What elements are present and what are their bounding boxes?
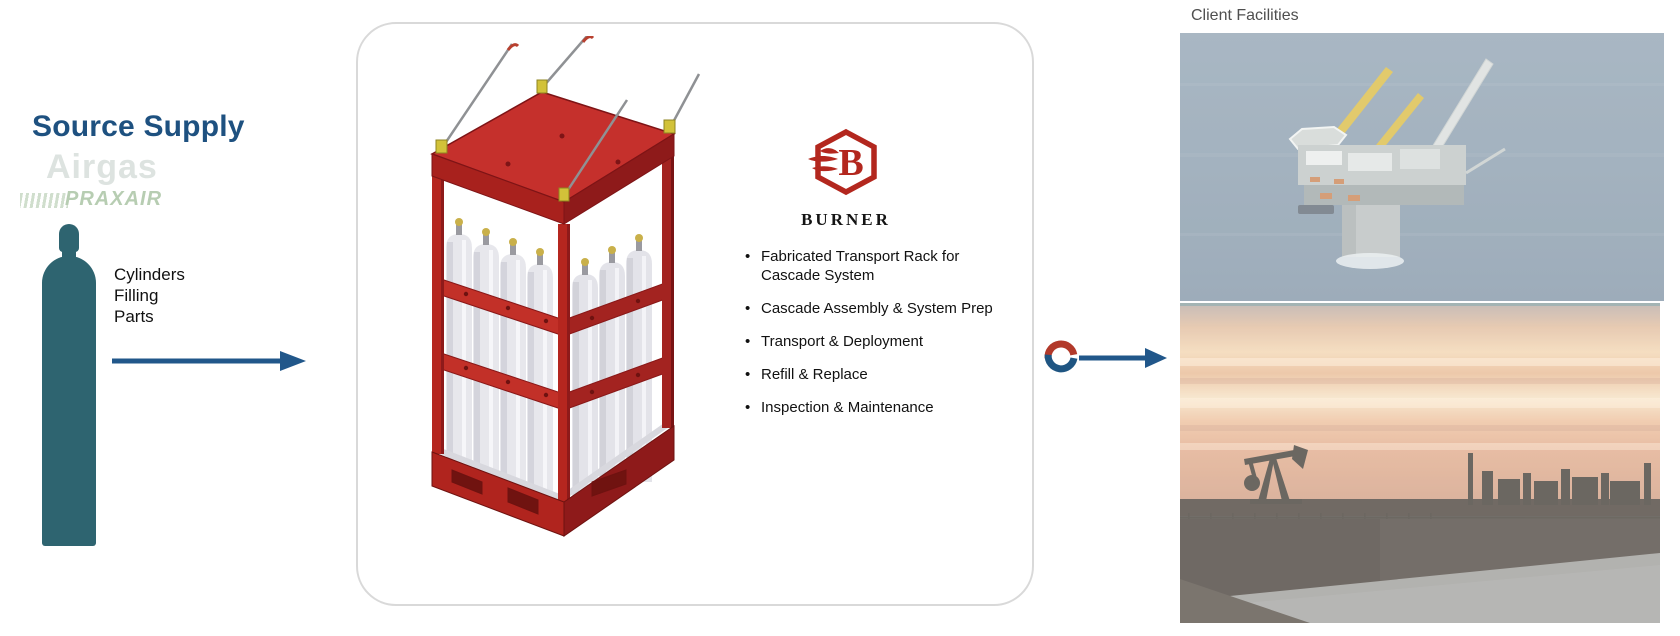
cycle-connector-icon	[1044, 340, 1078, 373]
bullet-item: • Refill & Replace	[745, 365, 1005, 384]
bullet-icon: •	[745, 399, 751, 416]
bullet-icon: •	[745, 333, 751, 350]
supply-items-list: Cylinders Filling Parts	[114, 264, 185, 327]
bullet-icon: •	[745, 248, 751, 265]
onshore-oilfield-sunset-photo	[1180, 303, 1660, 623]
pumpjack	[1244, 445, 1308, 504]
airgas-logo: Airgas	[46, 148, 158, 186]
burner-hexagon-flame-icon: B	[808, 128, 877, 196]
gas-plant	[1468, 453, 1651, 505]
oil-platform	[1288, 58, 1506, 269]
rack-canopy	[430, 91, 676, 225]
supply-item: Cylinders	[114, 265, 185, 284]
burner-logo-letter: B	[838, 142, 863, 184]
flow-arrow-left-icon	[112, 351, 306, 371]
bullet-text: Transport & Deployment	[761, 333, 924, 350]
rack-rails	[437, 277, 669, 411]
bullet-item: • Fabricated Transport Rack for Cascade …	[745, 247, 1005, 285]
cascade-transport-rack-illustration	[430, 36, 701, 537]
bullet-item: • Cascade Assembly & System Prep	[745, 299, 1005, 318]
burner-services-list: • Fabricated Transport Rack for Cascade …	[745, 247, 1005, 431]
bullet-text: Cascade Assembly & System Prep	[761, 300, 993, 317]
bullet-text: Fabricated Transport Rack for Cascade Sy…	[761, 248, 960, 284]
gas-cylinder-icon	[42, 224, 96, 546]
bullet-text: Inspection & Maintenance	[761, 399, 934, 416]
cylinder-neck	[62, 248, 76, 258]
praxair-wordmark: PRAXAIR	[65, 188, 163, 210]
rack-posts	[432, 156, 674, 504]
bullet-icon: •	[745, 366, 751, 383]
cylinder-body	[42, 256, 96, 546]
rack-base	[431, 425, 675, 537]
cylinder-valve-cap	[59, 224, 79, 252]
bullet-item: • Transport & Deployment	[745, 332, 1005, 351]
burner-wordmark: BURNER	[801, 210, 891, 229]
flow-arrow-right-icon	[1079, 348, 1167, 368]
bullet-item: • Inspection & Maintenance	[745, 398, 1005, 417]
burner-logo: B BURNER	[770, 128, 922, 230]
client-facilities-title: Client Facilities	[1191, 7, 1299, 24]
bullet-icon: •	[745, 300, 751, 317]
offshore-platform-photo	[1180, 33, 1664, 301]
oilfield-silhouette	[1180, 445, 1660, 525]
praxair-stripes-icon	[20, 193, 68, 208]
source-supply-title: Source Supply	[32, 110, 245, 143]
rack-slings	[435, 36, 701, 202]
bullet-text: Refill & Replace	[761, 366, 868, 383]
supply-item: Filling	[114, 286, 159, 305]
supply-item: Parts	[114, 307, 154, 326]
